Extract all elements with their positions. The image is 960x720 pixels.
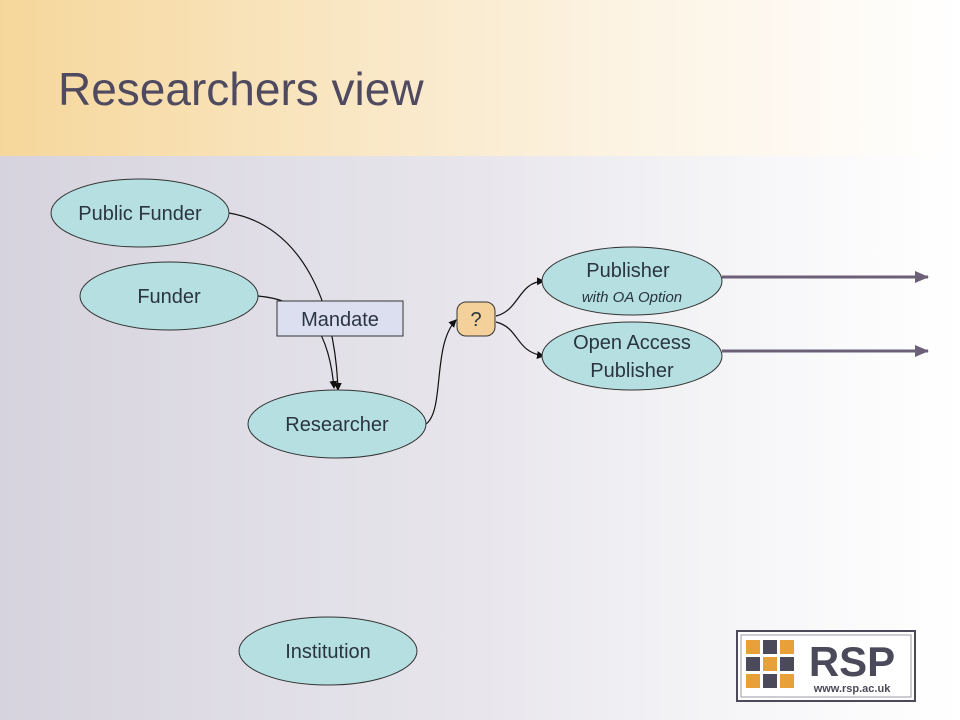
institution-node: Institution bbox=[238, 616, 418, 686]
question-box: ? bbox=[456, 301, 496, 337]
public-funder-node: Public Funder bbox=[50, 178, 230, 248]
rsp-logo-name: RSP bbox=[809, 638, 895, 685]
mandate-box: Mandate bbox=[276, 300, 404, 337]
publisher-node: Publisher with OA Option bbox=[541, 246, 723, 316]
researcher-label: Researcher bbox=[285, 414, 389, 436]
institution-label: Institution bbox=[285, 641, 371, 663]
rsp-logo: RSP www.rsp.ac.uk bbox=[736, 630, 916, 702]
rsp-logo-url: www.rsp.ac.uk bbox=[813, 683, 892, 695]
oa-publisher-node: Open Access Publisher bbox=[541, 321, 723, 391]
publisher-label: Publisher bbox=[586, 260, 670, 282]
oa-publisher-label-line2: Publisher bbox=[590, 360, 674, 382]
connector-researcher-to-question bbox=[425, 319, 457, 425]
question-label: ? bbox=[470, 309, 481, 331]
connector-question-to-publisher bbox=[495, 277, 545, 317]
slide-title: Researchers view bbox=[58, 63, 424, 115]
oa-publisher-label-line1: Open Access bbox=[573, 332, 691, 354]
title-banner bbox=[0, 0, 960, 156]
funder-label: Funder bbox=[137, 286, 201, 308]
rsp-grid-icon bbox=[746, 640, 794, 688]
mandate-label: Mandate bbox=[301, 309, 379, 331]
connector-public-funder-to-researcher bbox=[228, 212, 342, 391]
public-funder-label: Public Funder bbox=[78, 203, 202, 225]
funder-node: Funder bbox=[79, 261, 259, 331]
publisher-sublabel: with OA Option bbox=[582, 289, 682, 306]
researcher-node: Researcher bbox=[247, 389, 427, 459]
connector-question-to-oa-publisher bbox=[495, 321, 545, 359]
